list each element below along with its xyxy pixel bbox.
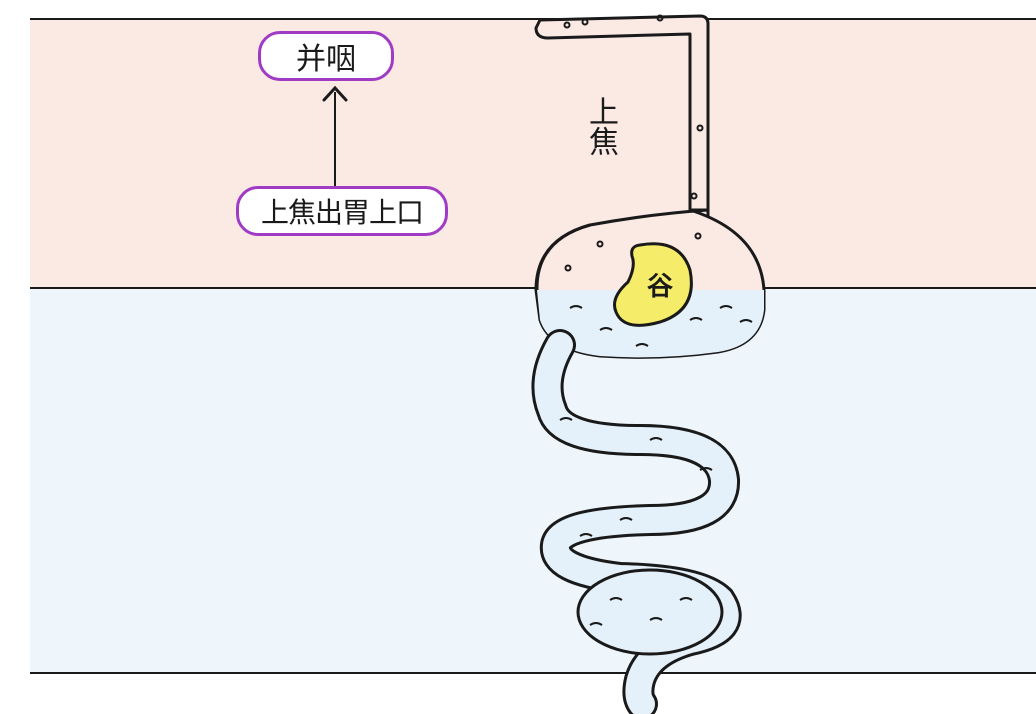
lower-loop [576,568,724,656]
pharynx-label: 并咽 [258,31,394,81]
arrow-shaft [334,92,336,186]
grain-blob [613,242,693,327]
upper-jiao-label: 上焦 [583,96,618,156]
fluid-marks [559,305,753,626]
bottom-boundary-line [30,672,1036,674]
lower-zone [30,289,1036,673]
grain-label: 谷 [646,272,673,302]
up-arrow-icon [322,85,348,102]
middle-boundary-line [30,287,1036,289]
upper-tube [534,14,710,228]
top-boundary-line [30,18,1036,20]
upper-jiao-origin-text: 上焦出胃上口 [260,196,424,229]
upper-jiao-origin-label: 上焦出胃上口 [236,186,448,236]
dots [563,14,704,272]
upper-zone [30,20,1036,288]
pharynx-label-text: 并咽 [296,42,356,77]
